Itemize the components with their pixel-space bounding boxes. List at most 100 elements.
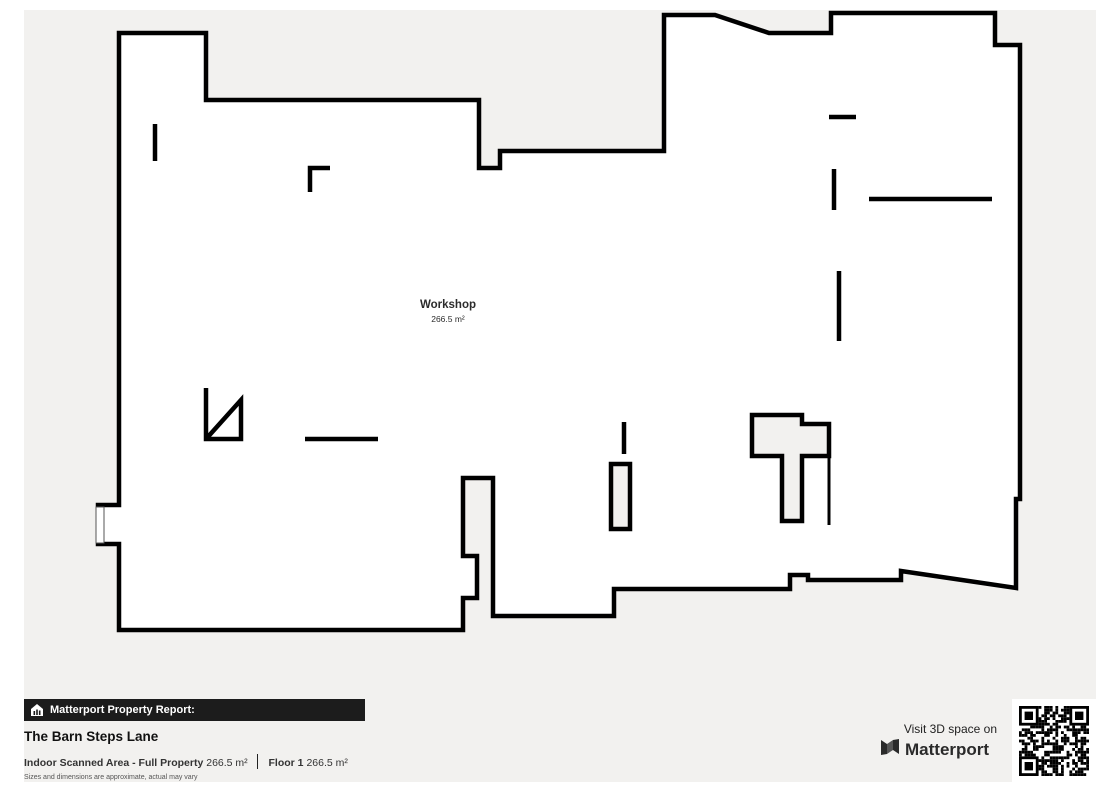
qr-module bbox=[1030, 734, 1033, 737]
qr-module bbox=[1083, 728, 1087, 732]
floor-area-value: 266.5 m² bbox=[306, 757, 348, 769]
qr-module bbox=[1052, 717, 1056, 720]
qr-module bbox=[1044, 706, 1047, 709]
qr-module bbox=[1041, 759, 1045, 762]
qr-module bbox=[1024, 731, 1028, 734]
qr-module bbox=[1061, 759, 1064, 762]
qr-module bbox=[1049, 725, 1053, 729]
qr-module bbox=[1052, 756, 1056, 760]
qr-code-icon[interactable] bbox=[1012, 699, 1096, 783]
qr-module bbox=[1080, 739, 1084, 743]
qr-module bbox=[1035, 725, 1039, 729]
qr-module bbox=[1075, 731, 1078, 734]
qr-finder bbox=[1024, 711, 1033, 720]
qr-module bbox=[1049, 706, 1053, 709]
qr-module bbox=[1086, 764, 1089, 768]
qr-module bbox=[1069, 742, 1073, 746]
qr-module bbox=[1047, 706, 1050, 709]
qr-module bbox=[1058, 725, 1061, 729]
qr-module bbox=[1083, 750, 1087, 754]
qr-module bbox=[1066, 706, 1070, 709]
qr-module bbox=[1047, 759, 1050, 762]
qr-module bbox=[1086, 748, 1089, 751]
qr-module bbox=[1052, 762, 1056, 765]
visit-3d-text[interactable]: Visit 3D space on bbox=[903, 722, 997, 736]
qr-module bbox=[1063, 739, 1067, 743]
qr-module bbox=[1027, 742, 1031, 746]
qr-module bbox=[1055, 764, 1059, 768]
room-name: Workshop bbox=[419, 299, 476, 311]
qr-module bbox=[1019, 731, 1022, 734]
qr-module bbox=[1083, 753, 1087, 757]
qr-module bbox=[1066, 756, 1070, 760]
qr-module bbox=[1083, 773, 1087, 776]
qr-module bbox=[1075, 770, 1078, 774]
qr-module bbox=[1075, 762, 1078, 765]
qr-module bbox=[1030, 725, 1033, 729]
qr-module bbox=[1021, 734, 1025, 737]
qr-module bbox=[1069, 770, 1073, 774]
matterport-brand[interactable]: Matterport bbox=[880, 738, 989, 761]
qr-module bbox=[1055, 708, 1059, 712]
qr-module bbox=[1047, 773, 1050, 776]
qr-module bbox=[1030, 753, 1033, 757]
qr-module bbox=[1021, 748, 1025, 751]
qr-module bbox=[1041, 756, 1045, 760]
qr-module bbox=[1055, 722, 1059, 726]
qr-module bbox=[1086, 739, 1089, 743]
qr-module bbox=[1083, 739, 1087, 743]
qr-module bbox=[1038, 717, 1042, 720]
qr-module bbox=[1033, 742, 1036, 746]
report-label: Matterport Property Report: bbox=[50, 704, 195, 716]
qr-module bbox=[1021, 739, 1025, 743]
qr-module bbox=[1044, 714, 1047, 718]
qr-module bbox=[1024, 753, 1028, 757]
qr-module bbox=[1041, 714, 1045, 718]
qr-module bbox=[1049, 750, 1053, 754]
qr-module bbox=[1069, 753, 1073, 757]
left-doorway bbox=[95, 506, 105, 544]
qr-module bbox=[1083, 756, 1087, 760]
qr-module bbox=[1075, 764, 1078, 768]
qr-module bbox=[1063, 708, 1067, 712]
qr-module bbox=[1044, 759, 1047, 762]
qr-module bbox=[1049, 714, 1053, 718]
qr-module bbox=[1086, 750, 1089, 754]
qr-module bbox=[1069, 773, 1073, 776]
qr-module bbox=[1077, 748, 1081, 751]
qr-module bbox=[1080, 742, 1084, 746]
qr-module bbox=[1041, 745, 1045, 748]
qr-module bbox=[1041, 764, 1045, 768]
qr-module bbox=[1035, 745, 1039, 748]
qr-module bbox=[1063, 706, 1067, 709]
qr-module bbox=[1083, 767, 1087, 771]
qr-module bbox=[1077, 767, 1081, 771]
qr-module bbox=[1072, 725, 1075, 729]
qr-module bbox=[1044, 720, 1047, 723]
qr-module bbox=[1055, 767, 1059, 771]
qr-module bbox=[1066, 708, 1070, 712]
qr-module bbox=[1041, 736, 1045, 740]
qr-module bbox=[1044, 770, 1047, 774]
qr-module bbox=[1030, 750, 1033, 754]
qr-module bbox=[1033, 748, 1036, 751]
qr-module bbox=[1080, 753, 1084, 757]
qr-module bbox=[1052, 764, 1056, 768]
qr-module bbox=[1033, 725, 1036, 729]
qr-module bbox=[1083, 742, 1087, 746]
qr-module bbox=[1072, 759, 1075, 762]
qr-module bbox=[1044, 742, 1047, 746]
qr-module bbox=[1080, 748, 1084, 751]
qr-module bbox=[1083, 736, 1087, 740]
qr-module bbox=[1063, 734, 1067, 737]
qr-module bbox=[1055, 756, 1059, 760]
qr-module bbox=[1047, 753, 1050, 757]
qr-module bbox=[1061, 767, 1064, 771]
qr-module bbox=[1080, 736, 1084, 740]
qr-module bbox=[1077, 773, 1081, 776]
qr-module bbox=[1075, 750, 1078, 754]
qr-module bbox=[1075, 736, 1078, 740]
qr-module bbox=[1044, 734, 1047, 737]
qr-module bbox=[1077, 770, 1081, 774]
qr-module bbox=[1055, 725, 1059, 729]
